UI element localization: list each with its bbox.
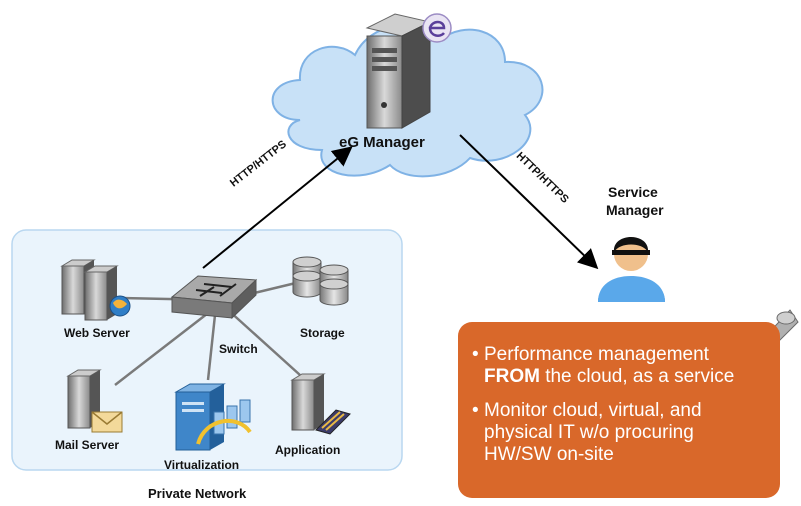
application-label: Application bbox=[275, 443, 341, 457]
virtualization-label: Virtualization bbox=[164, 458, 240, 472]
service-manager-label-line1: Service bbox=[608, 184, 658, 200]
callout-item-1-line2: FROM the cloud, as a service bbox=[472, 366, 734, 388]
storage-label: Storage bbox=[300, 326, 345, 340]
eg-manager-label: eG Manager bbox=[339, 134, 425, 151]
application-server-icon bbox=[290, 373, 351, 435]
callout-item-2-line3: HW/SW on-site bbox=[484, 444, 614, 465]
manager-server-icon bbox=[365, 13, 432, 129]
mail-server-icon bbox=[66, 369, 123, 433]
mail-server-label: Mail Server bbox=[55, 438, 120, 452]
callout-item-1-line1: Performance management bbox=[484, 344, 709, 365]
arrow-to-manager bbox=[202, 146, 353, 269]
private-network-title: Private Network bbox=[148, 486, 247, 501]
callout-from-emphasis: FROM bbox=[484, 366, 540, 387]
service-manager-label-line2: Manager bbox=[606, 202, 664, 218]
bullet-dot: • bbox=[472, 400, 479, 421]
web-server-label: Web Server bbox=[64, 326, 130, 340]
service-manager-person-icon bbox=[598, 237, 665, 302]
switch-icon bbox=[170, 275, 258, 320]
callout-item-1-rest: the cloud, as a service bbox=[539, 366, 735, 387]
bullet-dot: • bbox=[472, 344, 479, 365]
callout-item-2-line1: Monitor cloud, virtual, and bbox=[484, 400, 702, 421]
callout-item-2: • Monitor cloud, virtual, and physical I… bbox=[472, 400, 702, 466]
switch-label: Switch bbox=[219, 342, 258, 356]
callout-box: • Performance management FROM the cloud,… bbox=[458, 322, 780, 498]
storage-icon bbox=[292, 256, 349, 306]
callout-item-2-line2: physical IT w/o procuring bbox=[484, 422, 694, 443]
eg-logo-icon bbox=[422, 13, 452, 43]
web-server-icon bbox=[60, 259, 131, 321]
arrow-to-service-manager bbox=[459, 134, 599, 270]
callout-item-1: • Performance management FROM the cloud,… bbox=[472, 344, 734, 388]
virtualization-icon bbox=[174, 383, 252, 451]
